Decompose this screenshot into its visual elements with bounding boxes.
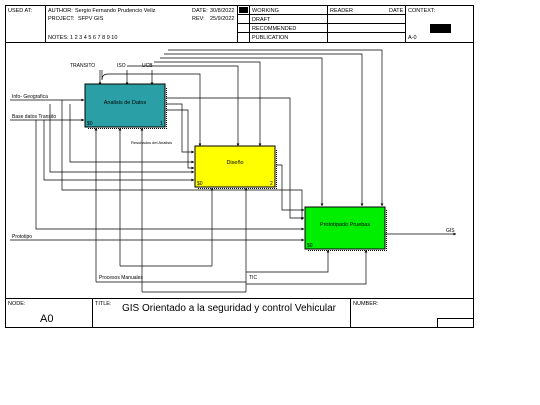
control-arrow-proto2 [168, 49, 384, 207]
input-arrow-base-design [43, 120, 195, 182]
header-divider [45, 5, 46, 42]
input-arrow-info-proto [61, 100, 304, 221]
header-divider [405, 5, 406, 42]
control-arrow-proto [164, 53, 364, 207]
idef0-frame [5, 5, 474, 328]
footer-top-border [5, 298, 474, 299]
box-1-code: $0 [87, 121, 93, 127]
footer-divider [92, 298, 93, 328]
arrow-box1-design [166, 109, 195, 170]
arrow-loop-design [69, 104, 195, 164]
box-3-label: Prototipado Pruebas [320, 222, 370, 228]
control-label-iso: ISO [117, 63, 126, 69]
date-value: 30/8/2022 [210, 8, 235, 14]
status-recommended: RECOMMENDED [252, 26, 297, 32]
control-arrow-transito-design [101, 70, 202, 147]
box-2-label: Diseño [226, 160, 243, 166]
node-value: A0 [40, 313, 54, 325]
control-label-transito: TRANSITO [70, 63, 95, 69]
node-ref: A-0 [408, 35, 417, 41]
arrow-design-proto [276, 164, 305, 212]
date2-label: DATE [389, 8, 404, 14]
input-label-prototipo: Prototipo [12, 234, 32, 240]
diagram-title: GIS Orientado a la seguridad y control V… [122, 303, 337, 314]
header-row [237, 23, 405, 24]
status-draft: DRAFT [252, 17, 271, 23]
header-bottom-border [5, 42, 474, 43]
notes: NOTES: 1 2 3 4 5 6 7 8 9 10 [48, 35, 118, 41]
number-label: NUMBER: [353, 301, 379, 307]
header-row [237, 32, 405, 33]
author-label: AUTHOR: [48, 8, 73, 14]
arrow-label-resultados: Resultados del Analisis [131, 140, 172, 145]
input-label-info-geo: Info- Geografica [12, 94, 48, 100]
arrow-box1-proto [166, 97, 305, 220]
box-1-label: Analisis de Datos [104, 100, 147, 106]
node-label: NODE: [8, 301, 26, 307]
author-value: Sergio Fernando Prudencio Veliz [75, 8, 156, 14]
footer-divider [350, 298, 351, 328]
context-thumbnail [430, 24, 451, 33]
project-label: PROJECT: [48, 16, 75, 22]
date-label: DATE: [192, 8, 208, 14]
control-arrow-ucb-proto [160, 57, 324, 207]
mechanism-label-manual: Procesos Manuales [99, 275, 143, 281]
box-2-code: $0 [197, 181, 203, 187]
mechanism-arrow-tic-proto2 [246, 249, 368, 285]
box-3-code: $0 [307, 243, 313, 249]
control-arrow-iso-design [127, 65, 240, 147]
footer-divider [437, 318, 438, 328]
arrow-lines [10, 49, 457, 293]
control-label-ucb: UCB [142, 63, 153, 69]
rev-label: REV: [192, 16, 205, 22]
output-label-gis: GIS [446, 228, 455, 234]
input-arrow-base-proto [35, 120, 305, 231]
working-status-marker [239, 7, 248, 13]
reader-label: READER [330, 8, 353, 14]
box-1-number: 1 [160, 121, 163, 127]
activity-box-1[interactable] [84, 83, 168, 130]
used-at-label: USED AT: [8, 8, 33, 14]
header-divider [249, 5, 250, 42]
project-value: SFPV GIS [78, 16, 104, 22]
input-label-base-datos: Base datos Transito [12, 114, 56, 120]
footer-row [437, 318, 474, 319]
rev-value: 25/9/2022 [210, 16, 235, 22]
arrow-loop-design2 [49, 104, 195, 174]
control-arrow-ucb-design [154, 61, 262, 147]
title-label: TITLE: [95, 301, 112, 307]
box-2-number: 2 [270, 181, 273, 187]
status-working: WORKING [252, 8, 279, 14]
activity-box-3[interactable] [304, 206, 388, 252]
status-publication: PUBLICATION [252, 35, 289, 41]
mechanism-label-tic: TIC [249, 275, 257, 281]
header-row [237, 14, 405, 15]
context-label: CONTEXT: [408, 8, 436, 14]
mechanism-arrow-tic-proto [246, 249, 330, 273]
activity-box-2[interactable] [194, 145, 278, 190]
